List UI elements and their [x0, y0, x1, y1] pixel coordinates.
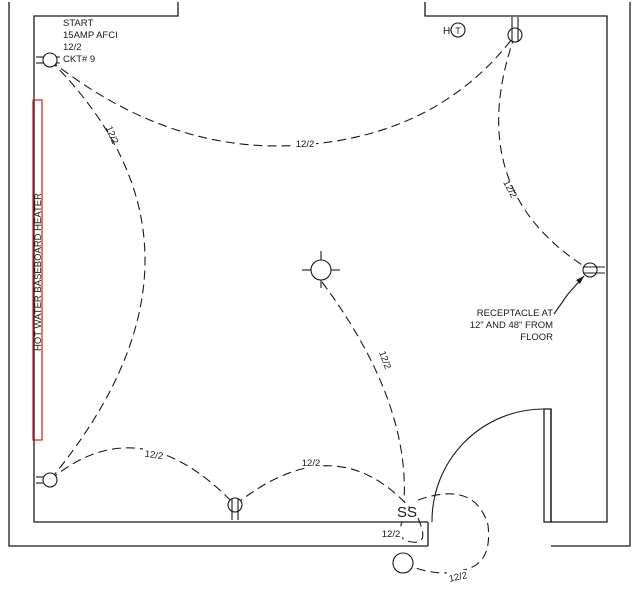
label-exterior: 12/2 — [448, 570, 468, 585]
thermostat-icon — [450, 22, 466, 38]
walls — [8, 2, 631, 547]
thermostat-label: T — [455, 26, 461, 36]
label-bottom-mid: 12/2 — [302, 458, 321, 469]
wire-exterior-run — [402, 493, 490, 574]
label-bottom-left: 12/2 — [144, 449, 164, 462]
receptacle-bottom-wall — [227, 497, 243, 520]
note-receptacle-line-1: RECEPTACLE AT — [477, 308, 553, 319]
receptacle-top-right — [507, 17, 523, 43]
leader-arrow — [576, 276, 584, 284]
wire-right-run — [498, 34, 591, 271]
start-note: START 15AMP AFCI 12/2 CKT# 9 — [63, 18, 118, 65]
exterior-wall-left — [8, 2, 428, 547]
ceiling-light-fixture — [302, 251, 340, 288]
receptacle-left-lower — [36, 472, 58, 488]
exterior-light-fixture — [392, 552, 414, 574]
label-left-run: 12/2 — [103, 125, 120, 146]
label-top-run: 12/2 — [296, 139, 315, 150]
note-start-line-3: 12/2 — [63, 42, 82, 53]
thermostat-prefix: H — [443, 26, 450, 37]
door-leaf — [543, 408, 552, 523]
note-start-line-2: 15AMP AFCI — [63, 30, 118, 41]
wiring — [49, 34, 591, 574]
note-receptacle-line-3: FLOOR — [520, 332, 553, 343]
switch-symbols: SS — [397, 504, 417, 521]
interior-wall-left — [33, 2, 428, 523]
label-switch-loop: 12/2 — [382, 529, 401, 540]
note-start-line-4: CKT# 9 — [63, 54, 95, 65]
wire-left-run — [49, 59, 146, 481]
door-swing-arc — [431, 408, 545, 523]
note-start-line-1: START — [63, 18, 93, 29]
wire-light-drop — [321, 281, 405, 503]
label-right-run: 12/2 — [500, 178, 518, 199]
label-light-drop: 12/2 — [376, 350, 393, 371]
wire-labels: 12/2 12/2 12/2 12/2 12/2 12/2 12/2 12/2 — [103, 125, 519, 585]
thermostat: H T — [443, 22, 466, 38]
interior-wall-right — [424, 2, 608, 523]
exterior-wall-right — [551, 2, 631, 547]
note-receptacle-line-2: 12" AND 48" FROM — [470, 320, 553, 331]
receptacle-right-wall — [582, 262, 605, 278]
wire-bottom-left — [49, 447, 236, 506]
heater-label: HOT WATER BASEBOARD HEATER — [33, 193, 44, 351]
wire-bottom-mid — [234, 465, 411, 509]
receptacle-start — [36, 52, 60, 68]
wire-top-run — [49, 34, 516, 147]
baseboard-heater — [32, 99, 43, 441]
receptacle-note: RECEPTACLE AT 12" AND 48" FROM FLOOR — [470, 275, 585, 343]
